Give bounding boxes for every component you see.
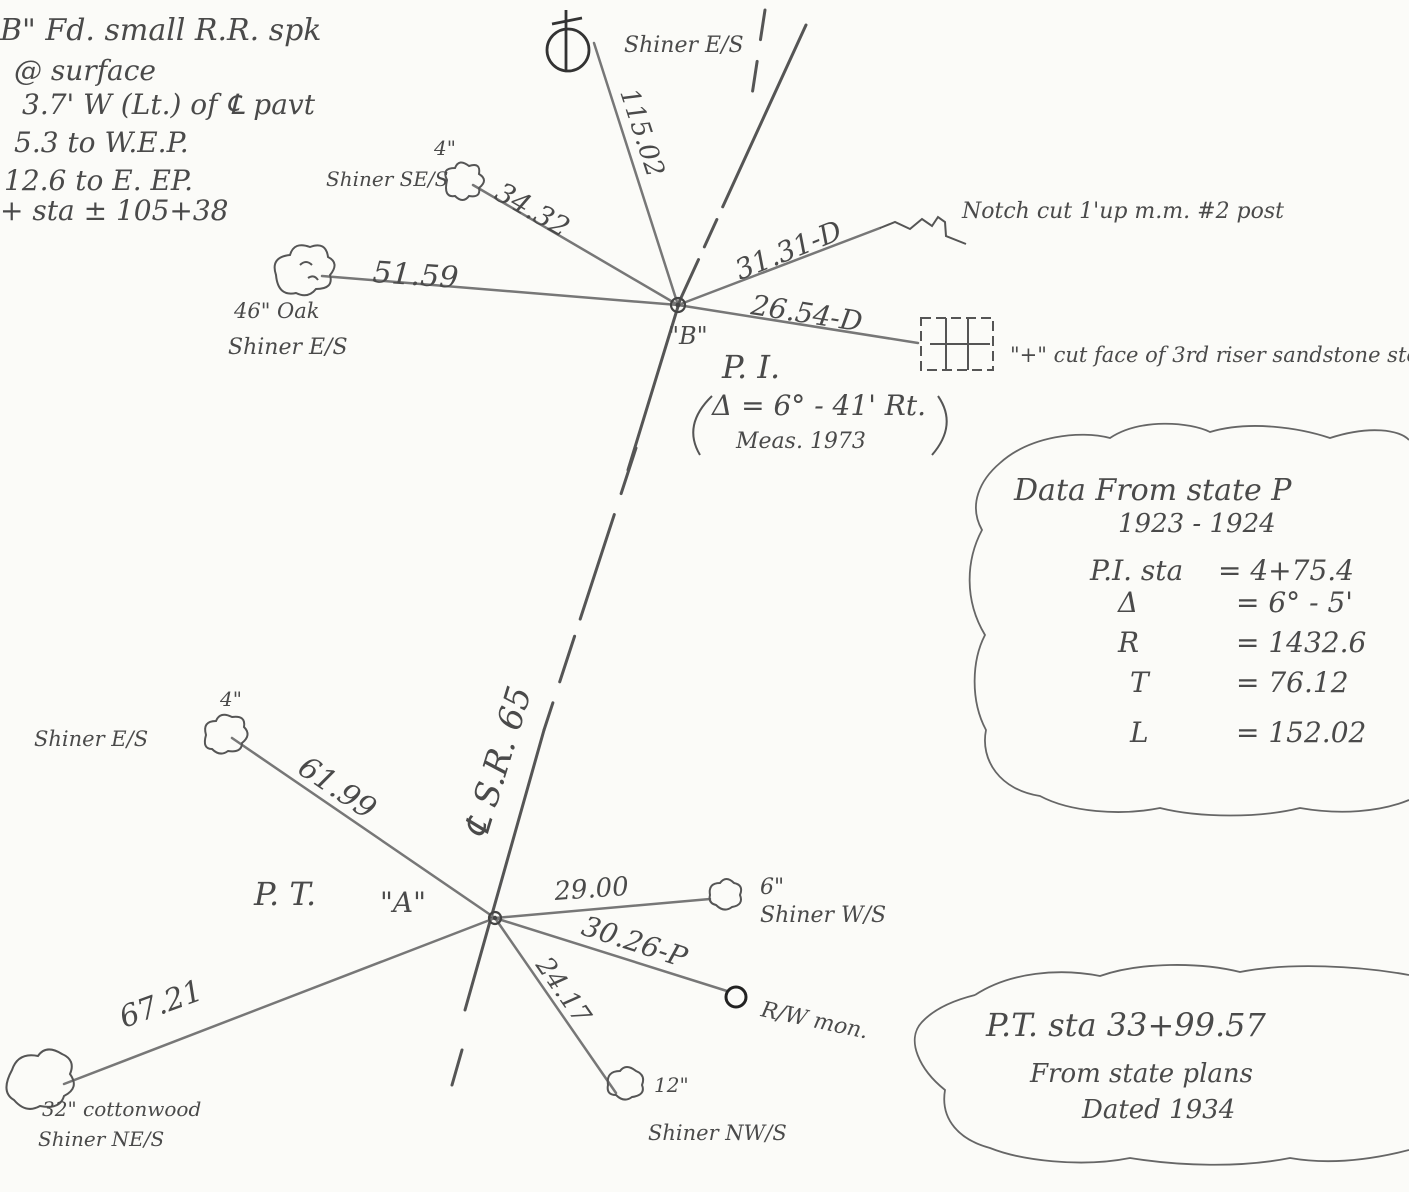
state-row-4-key: L [1129, 716, 1149, 749]
tie-a-nw-size: 12" [654, 1073, 689, 1097]
centerline [450, 8, 808, 1087]
pt-station-line-2: From state plans [1029, 1059, 1253, 1089]
corner-note-line-5: 12.6 to E. EP. [4, 164, 193, 197]
tie-b-se-dist: 34.32 [490, 175, 576, 244]
tree-icon-a-e [203, 713, 249, 755]
tree-icon-cottonwood [5, 1048, 75, 1110]
state-row-3-key: T [1130, 666, 1151, 699]
pt-label: P. T. [253, 875, 316, 913]
state-row-3-value: = 76.12 [1236, 666, 1349, 699]
state-row-0-key: P.I. sta [1089, 554, 1183, 587]
pi-label: P. I. [721, 348, 780, 386]
corner-note-line-1: B" Fd. small R.R. spk [0, 13, 322, 48]
state-row-1-value: = 6° - 5' [1236, 586, 1353, 619]
tie-b-steps-ref: "+" cut face of 3rd riser sandstone step… [1010, 343, 1409, 367]
tie-b-se-ref: Shiner SE/S [326, 167, 448, 191]
tie-a-rw-ref: R/W mon. [758, 997, 871, 1044]
state-row-2-value: = 1432.6 [1236, 626, 1366, 659]
tie-a-w-size: 6" [760, 875, 784, 900]
state-data-bubble [968, 422, 1409, 817]
point-b-marker [669, 296, 687, 314]
pt-station-bubble [913, 964, 1409, 1166]
state-data-years: 1923 - 1924 [1118, 509, 1276, 539]
tree-icon-oak [273, 244, 336, 297]
state-row-0-value: = 4+75.4 [1218, 554, 1354, 587]
ties-from-b [320, 41, 967, 345]
point-b-label: "B" [668, 322, 708, 350]
corner-note-line-3: 3.7' W (Lt.) of ℄ pavt [22, 88, 316, 121]
meas-label: Meas. 1973 [735, 429, 866, 454]
tie-b-oak-dist: 51.59 [371, 255, 459, 296]
tie-a-cw-dist: 67.21 [115, 973, 208, 1035]
tie-b-pole-ref: Shiner E/S [624, 33, 744, 58]
tie-b-notch-dist: 31.31-D [730, 214, 846, 287]
state-data-title: Data From state P [1013, 473, 1292, 508]
tie-a-w-ref: Shiner W/S [760, 903, 886, 928]
tie-b-oak-size: 46" Oak [233, 299, 320, 323]
tie-a-nw-dist: 24.17 [529, 951, 597, 1030]
tree-icon-b-se [444, 161, 485, 201]
tree-icon-a-nw [606, 1066, 645, 1101]
state-data-rows: P.I. sta = 4+75.4 Δ = 6° - 5' R = 1432.6… [1089, 554, 1366, 749]
corner-note: B" Fd. small R.R. spk @ surface 3.7' W (… [0, 13, 322, 227]
tie-b-oak-ref: Shiner E/S [228, 335, 348, 360]
state-row-2-key: R [1117, 626, 1139, 659]
delta-label: Δ = 6° - 41' Rt. [711, 389, 926, 422]
state-row-4-value: = 152.02 [1236, 716, 1366, 749]
pt-station-line-3: Dated 1934 [1081, 1095, 1235, 1125]
point-a-marker [487, 910, 503, 926]
tie-b-notch-ref: Notch cut 1'up m.m. #2 post [961, 199, 1284, 224]
rw-monument-symbol [724, 985, 748, 1009]
tie-a-cw-ref: Shiner NE/S [38, 1127, 164, 1151]
delta-bracket [692, 395, 948, 456]
state-row-1-key: Δ [1117, 586, 1138, 619]
tie-a-e-size: 4" [219, 687, 242, 711]
steps-symbol [920, 317, 994, 371]
pole-symbol [545, 10, 591, 73]
tie-a-nw-ref: Shiner NW/S [648, 1121, 787, 1145]
tie-b-se-size: 4" [433, 136, 456, 160]
pt-station-line-1: P.T. sta 33+99.57 [985, 1006, 1267, 1044]
point-a-label: "A" [380, 886, 426, 919]
tie-a-cw-size: 32" cottonwood [42, 1097, 201, 1121]
tree-icon-a-w [708, 878, 743, 911]
route-label: ℄ S.R. 65 [456, 682, 540, 843]
ties-from-a [62, 736, 729, 1095]
corner-note-line-4: 5.3 to W.E.P. [14, 126, 189, 159]
tie-a-rw-dist: 30.26-P [578, 909, 692, 974]
corner-note-line-2: @ surface [14, 54, 156, 87]
corner-note-line-6: + sta ± 105+38 [0, 194, 228, 227]
tie-a-e-ref: Shiner E/S [34, 727, 148, 751]
tie-b-steps-dist: 26.54-D [748, 288, 865, 338]
tie-a-w-dist: 29.00 [552, 872, 629, 907]
